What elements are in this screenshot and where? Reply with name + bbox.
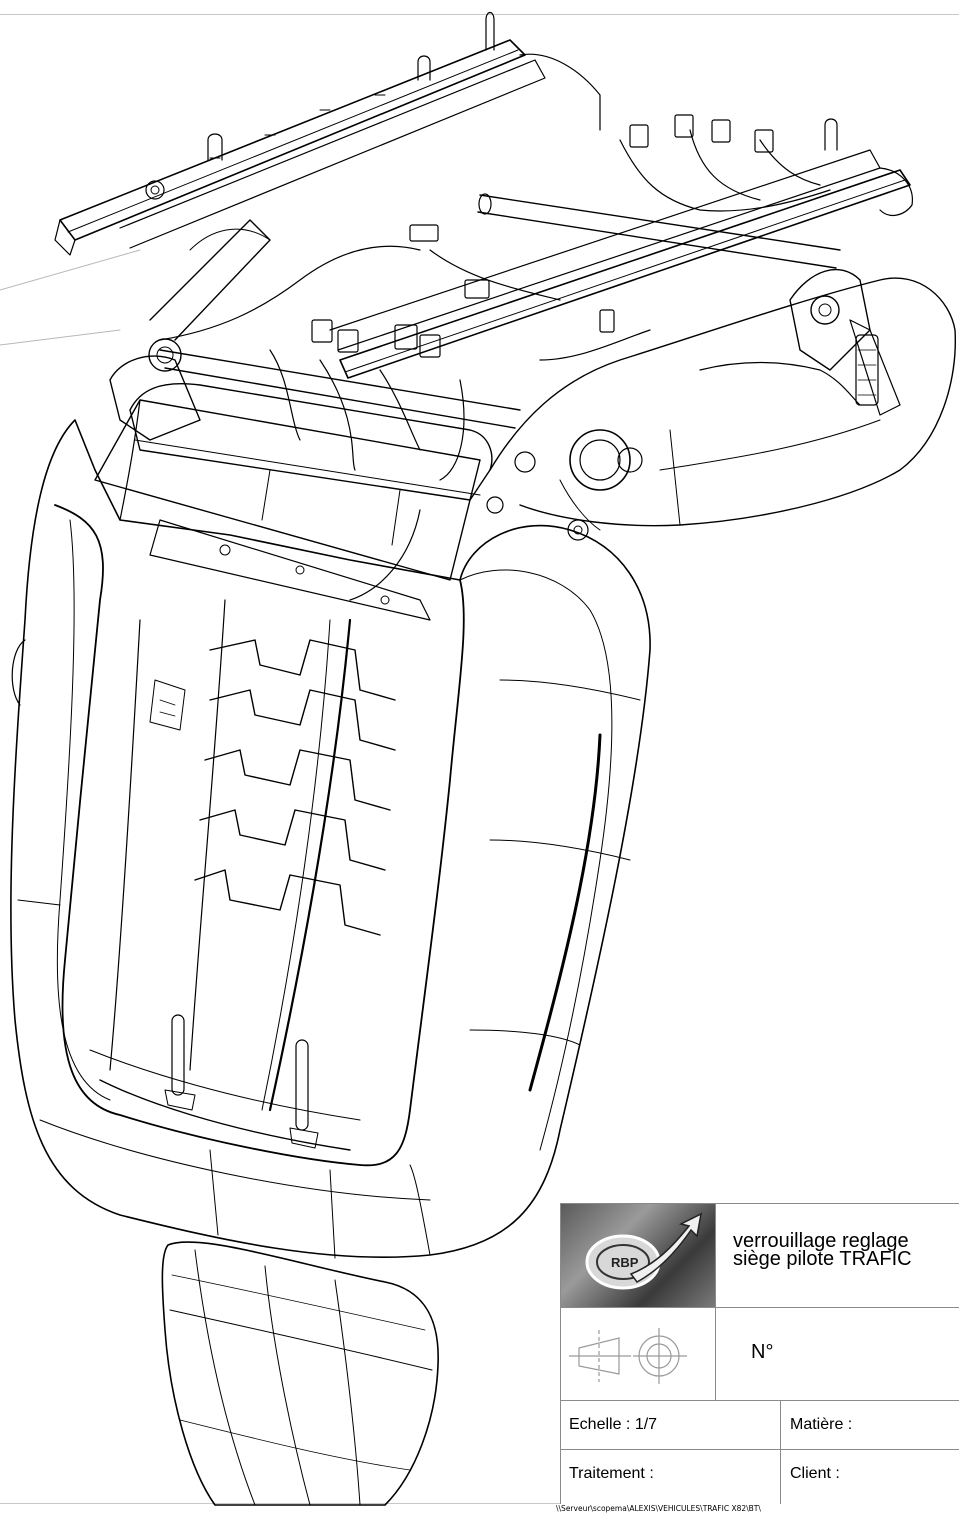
title-block-divider — [715, 1204, 716, 1400]
title-block-divider — [561, 1449, 959, 1450]
backrest-frame — [89, 399, 481, 1151]
scale-label: Echelle : 1/7 — [569, 1416, 658, 1433]
logo-emblem-icon: RBP — [585, 1212, 703, 1290]
leader-lines — [0, 249, 141, 346]
sheet-border-top — [0, 14, 959, 15]
wiring-harness — [159, 114, 861, 601]
title-block-divider — [561, 1307, 959, 1308]
company-logo: RBP — [561, 1204, 715, 1307]
drawing-title-line-2: siège pilote TRAFIC — [733, 1248, 912, 1270]
title-block-divider — [561, 1400, 959, 1401]
headrest — [161, 1241, 439, 1506]
backrest-cushion — [10, 419, 651, 1259]
title-block: RBP verrouillage reglage siège pilote TR… — [560, 1203, 959, 1504]
drawing-title-line-1: verrouillage reglage — [733, 1230, 909, 1252]
title-block-divider — [780, 1400, 781, 1504]
seat-frame — [109, 193, 957, 546]
sheet-border-bottom — [0, 1503, 959, 1504]
projection-symbol — [561, 1308, 715, 1400]
svg-text:RBP: RBP — [611, 1255, 639, 1270]
projection-symbol-icon — [569, 1328, 687, 1384]
client-label: Client : — [790, 1465, 840, 1482]
drawing-number-label: N° — [751, 1341, 774, 1363]
treatment-label: Traitement : — [569, 1465, 654, 1482]
material-label: Matière : — [790, 1416, 853, 1433]
slide-rails — [54, 11, 913, 379]
file-path: \\Serveur\scopema\ALEXIS\VEHICULES\TRAFI… — [556, 1504, 761, 1513]
